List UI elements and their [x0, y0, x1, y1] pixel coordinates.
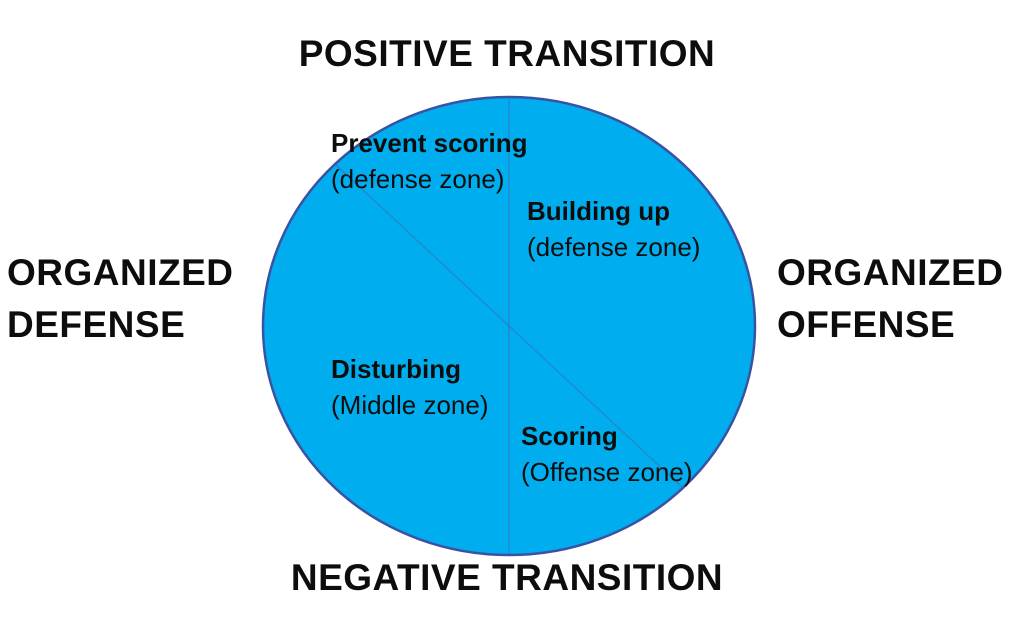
organized-defense-label: ORGANIZED DEFENSE — [7, 247, 234, 351]
section-scoring-phase: Scoring — [521, 421, 618, 451]
section-building-up-zone: (defense zone) — [527, 232, 701, 262]
section-scoring-zone: (Offense zone) — [521, 457, 693, 487]
organized-defense-line2: DEFENSE — [7, 304, 186, 345]
section-building-up: Building up (defense zone) — [527, 193, 700, 265]
section-disturbing-zone: (Middle zone) — [331, 390, 489, 420]
organized-offense-line1: ORGANIZED — [777, 252, 1004, 293]
negative-transition-label: NEGATIVE TRANSITION — [290, 557, 724, 598]
section-disturbing: Disturbing (Middle zone) — [331, 351, 489, 423]
section-prevent-scoring: Prevent scoring (defense zone) — [331, 125, 528, 197]
organized-offense-label: ORGANIZED OFFENSE — [777, 247, 1004, 351]
section-disturbing-phase: Disturbing — [331, 354, 461, 384]
section-prevent-scoring-phase: Prevent scoring — [331, 128, 528, 158]
section-building-up-phase: Building up — [527, 196, 670, 226]
organized-offense-line2: OFFENSE — [777, 304, 956, 345]
section-prevent-scoring-zone: (defense zone) — [331, 164, 505, 194]
section-scoring: Scoring (Offense zone) — [521, 418, 693, 490]
diagonal-divider-line — [334, 163, 684, 489]
positive-transition-label: POSITIVE TRANSITION — [298, 33, 716, 74]
organized-defense-line1: ORGANIZED — [7, 252, 234, 293]
